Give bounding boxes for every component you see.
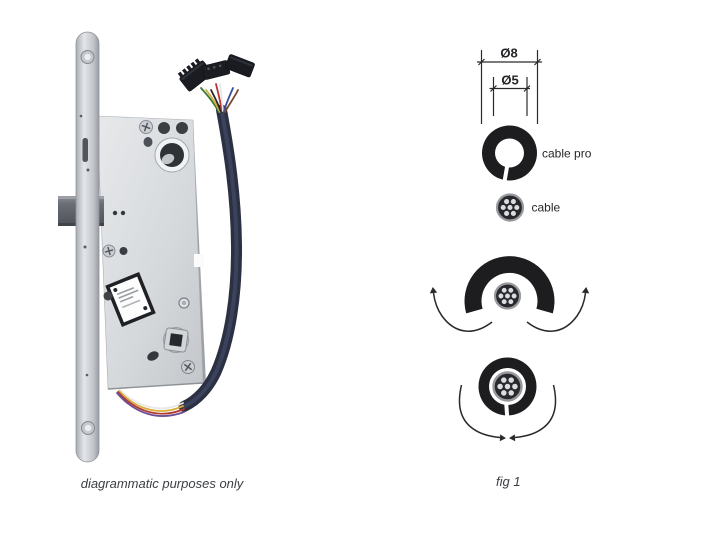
cable-figure: Ø8 Ø5 cable pro	[420, 30, 610, 460]
pin-hole	[79, 114, 83, 118]
screw	[181, 360, 195, 374]
dim-outer-label: Ø8	[500, 46, 517, 61]
lock-faceplate	[75, 31, 100, 463]
cable-label: cable	[532, 201, 561, 215]
dim-inner-label: Ø5	[501, 73, 518, 88]
closed-cable-cross-section	[492, 371, 523, 402]
open-arrow-left	[432, 292, 493, 332]
hole	[112, 210, 118, 216]
open-arrow-right	[526, 292, 587, 332]
cable-cross-section	[495, 193, 525, 222]
hole	[120, 210, 126, 216]
cable	[178, 104, 243, 412]
hole	[176, 122, 188, 134]
wire-bundle	[116, 389, 185, 417]
cable-pro-label: cable pro	[542, 147, 592, 161]
bend-close-diagram	[458, 357, 557, 442]
pin-hole	[86, 168, 90, 172]
dimension-drawing: Ø8 Ø5	[477, 46, 542, 124]
cable-pro-ring	[482, 125, 537, 183]
close-arrow-right	[514, 384, 557, 439]
bend-open-diagram	[429, 256, 590, 332]
connector-middle	[201, 60, 231, 80]
lock-body-edge	[193, 120, 206, 383]
small-bushing	[178, 297, 190, 309]
figure-caption: fig 1	[496, 474, 521, 489]
hole	[147, 351, 159, 361]
close-arrow-left	[458, 384, 501, 439]
lock-photo-svg	[58, 31, 255, 463]
cable-figure-svg: Ø8 Ø5 cable pro	[429, 46, 592, 442]
screw	[102, 244, 116, 258]
pin-hole	[83, 245, 87, 249]
lock-body-details	[102, 120, 195, 374]
label-sticker	[105, 272, 156, 327]
screw-hole	[80, 50, 95, 64]
connector-wires	[200, 83, 239, 113]
faceplate-slot	[82, 138, 88, 162]
open-cable-cross-section	[493, 282, 522, 310]
hole	[119, 247, 128, 255]
ring-slit	[502, 164, 510, 183]
screw	[139, 120, 153, 134]
pin-hole	[85, 373, 89, 377]
screw-hole	[81, 421, 95, 435]
lock-photo	[50, 15, 300, 475]
cylinder-hole	[154, 137, 190, 173]
closed-ring-slit	[503, 398, 510, 418]
hole	[103, 291, 113, 301]
hole	[143, 137, 153, 147]
open-arc	[464, 256, 555, 314]
photo-caption: diagrammatic purposes only	[80, 476, 244, 491]
hole	[158, 122, 170, 134]
connector-right	[224, 54, 255, 78]
spindle-follower	[163, 327, 189, 353]
lock-body-notch	[194, 254, 204, 267]
